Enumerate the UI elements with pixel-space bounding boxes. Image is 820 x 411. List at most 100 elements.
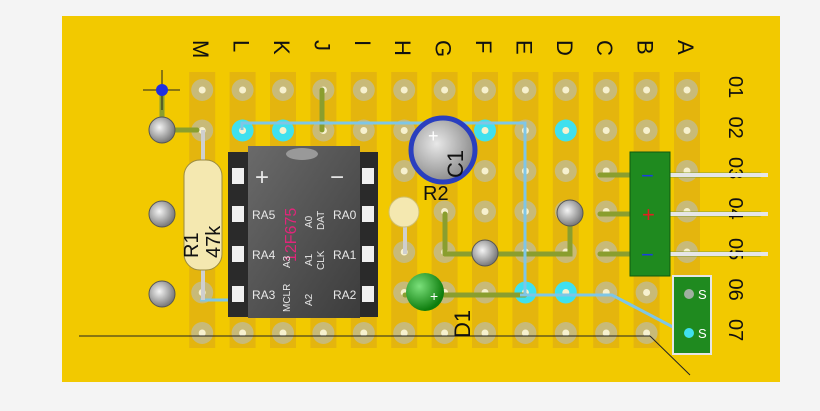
- r1-value-label: 47k: [203, 225, 225, 258]
- ic-pin-ra5: RA5: [252, 208, 276, 222]
- ic-plus-label: +: [255, 164, 269, 191]
- ic-sub-dat: DAT: [316, 211, 327, 230]
- ic-chip[interactable]: + − 12F675 RA5 RA4 RA3 RA0 RA1 RA2 A0 DA…: [228, 146, 378, 318]
- resistor-r2[interactable]: R2: [388, 183, 449, 254]
- pad-hole: [400, 167, 408, 175]
- ic-pin-ra3: RA3: [252, 288, 276, 302]
- column-label-e: E: [511, 40, 536, 55]
- screw-terminal: [471, 239, 499, 267]
- ic-pin-ra1: RA1: [333, 248, 357, 262]
- pad-hole: [319, 329, 327, 337]
- power-pin-2: +: [642, 202, 655, 227]
- pad-hole: [279, 86, 287, 94]
- pad-hole: [562, 329, 570, 337]
- pad-hole: [360, 86, 368, 94]
- signal-pin-2: S: [698, 326, 707, 341]
- ic-sub-a0: A0: [304, 215, 315, 228]
- pad-hole: [521, 329, 529, 337]
- pad-hole: [481, 167, 489, 175]
- pad-hole: [239, 86, 247, 94]
- screw-terminal: [556, 199, 584, 227]
- pad-hole: [602, 329, 610, 337]
- ic-pin-ra4: RA4: [252, 248, 276, 262]
- ic-sub-mclr: MCLR: [282, 284, 293, 312]
- pad-hole: [360, 127, 368, 134]
- power-pin-1: −: [641, 163, 654, 188]
- pad-hole: [683, 86, 691, 94]
- pad-hole: [400, 86, 408, 94]
- ic-sub-a2: A2: [304, 293, 315, 306]
- column-label-f: F: [471, 40, 496, 53]
- pad-hole: [562, 167, 570, 175]
- c1-ref-label: C1: [443, 150, 468, 178]
- signal-pin-1: S: [698, 287, 707, 302]
- pad-hole: [643, 127, 651, 134]
- pad-hole: [400, 127, 408, 134]
- power-header[interactable]: − + −: [629, 151, 768, 277]
- pad-hole: [643, 86, 651, 94]
- led-d1[interactable]: + D1: [406, 273, 475, 338]
- ic-pins-left: [232, 168, 244, 302]
- pad-hole: [441, 329, 449, 337]
- pad-hole: [562, 86, 570, 94]
- ic-sub-a3: A3: [282, 255, 293, 268]
- ic-pins-right: [362, 168, 374, 302]
- column-label-j: J: [309, 40, 334, 51]
- pad-hole: [481, 329, 489, 337]
- screw-terminal: [148, 200, 176, 228]
- ic-pin-ra2: RA2: [333, 288, 357, 302]
- signal-header[interactable]: S S: [672, 275, 712, 355]
- capacitor-c1[interactable]: + C1: [408, 115, 478, 185]
- resistor-r1[interactable]: R1 47k: [181, 130, 225, 300]
- pad-hole: [602, 127, 610, 134]
- pad-hole: [198, 86, 206, 94]
- column-label-i: I: [350, 40, 375, 46]
- pad-hole: [562, 127, 570, 134]
- pad-hole: [481, 127, 489, 134]
- r1-ref-label: R1: [181, 232, 203, 258]
- ic-sub-clk: CLK: [316, 250, 327, 270]
- ic-notch: [286, 148, 318, 160]
- pad-hole: [279, 127, 287, 134]
- row-label-05: 05: [724, 238, 746, 260]
- column-label-c: C: [592, 40, 617, 56]
- pad-hole: [239, 329, 247, 337]
- pad-hole: [602, 86, 610, 94]
- pad-hole: [643, 329, 651, 337]
- screw-terminal: [148, 280, 176, 308]
- ic-pin-ra0: RA0: [333, 208, 357, 222]
- screw-terminal: [148, 116, 176, 144]
- d1-polarity-label: +: [430, 288, 438, 304]
- pad-hole: [279, 329, 287, 337]
- column-label-d: D: [552, 40, 577, 56]
- column-label-g: G: [431, 40, 456, 57]
- pad-hole: [683, 127, 691, 134]
- d1-ref-label: D1: [450, 310, 475, 338]
- ic-sub-a1: A1: [304, 253, 315, 266]
- row-label-04: 04: [724, 198, 746, 220]
- power-pin-3: −: [641, 242, 654, 267]
- column-label-a: A: [673, 40, 698, 55]
- pad-hole: [481, 208, 489, 215]
- pad-hole: [400, 329, 408, 337]
- pad-hole: [360, 329, 368, 337]
- ic-part-number: 12F675: [283, 208, 300, 262]
- cursor-marker[interactable]: [156, 84, 168, 96]
- pad-hole: [441, 86, 449, 94]
- column-label-h: H: [390, 40, 415, 56]
- pad-hole: [198, 329, 206, 337]
- ic-minus-label: −: [330, 164, 344, 191]
- column-label-k: K: [269, 40, 294, 55]
- pad-hole: [521, 86, 529, 94]
- c1-polarity-label: +: [428, 126, 439, 146]
- pad-hole: [481, 86, 489, 94]
- pad-hole: [643, 289, 651, 296]
- row-label-02: 02: [724, 117, 746, 139]
- row-label-01: 01: [724, 76, 746, 98]
- row-label-06: 06: [724, 279, 746, 301]
- screw-terminals: [148, 116, 584, 308]
- column-label-b: B: [633, 40, 658, 55]
- row-label-07: 07: [724, 319, 746, 341]
